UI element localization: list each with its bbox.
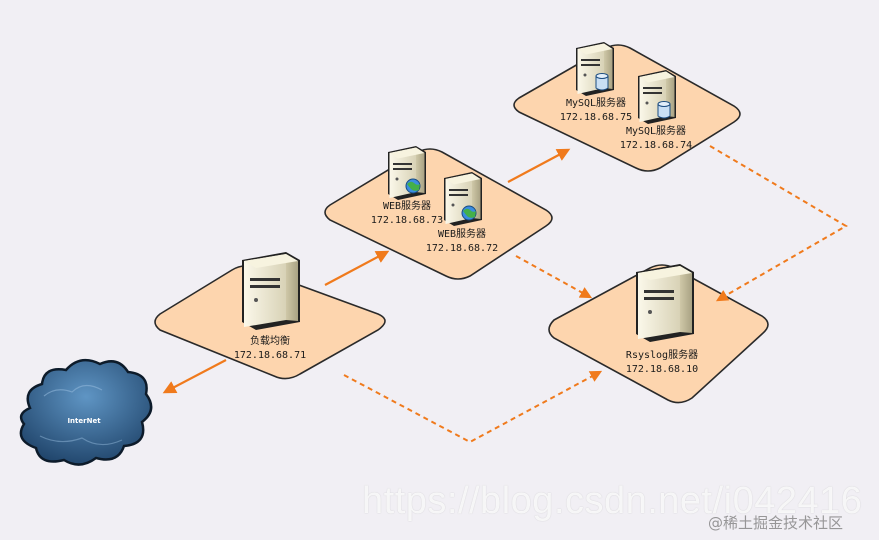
- link-lb-rsyslog: [343, 370, 603, 444]
- globe-icon: [461, 205, 477, 221]
- rsyslog-server-name: Rsyslog服务器: [626, 348, 698, 361]
- cloud-icon: [19, 358, 153, 466]
- load-balancer-name: 负载均衡: [250, 334, 290, 347]
- watermark-sub: @稀土掘金技术社区: [708, 514, 844, 532]
- load-balancer-server-icon: [242, 252, 300, 330]
- mysql-server-1: [576, 42, 614, 96]
- mysql-server-2-ip: 172.18.68.74: [620, 140, 692, 151]
- link-web-rsyslog: [515, 255, 593, 299]
- web-server-1-name: WEB服务器: [383, 199, 431, 212]
- database-icon: [657, 101, 671, 119]
- web-server-2: [444, 172, 482, 226]
- web-server-2-name: WEB服务器: [438, 227, 486, 240]
- zone-mysql: [513, 44, 741, 172]
- watermark: https://blog.csdn.net/i042416: [362, 480, 863, 522]
- mysql-server-2: [638, 70, 676, 124]
- link-internet-lb: [162, 359, 227, 394]
- load-balancer-ip: 172.18.68.71: [234, 350, 306, 361]
- mysql-server-1-ip: 172.18.68.75: [560, 112, 632, 123]
- rsyslog-server-icon: [636, 264, 694, 342]
- database-icon: [595, 73, 609, 91]
- rsyslog-server-ip: 172.18.68.10: [626, 364, 698, 375]
- web-server-1: [388, 146, 426, 200]
- zone-web: [324, 148, 553, 280]
- web-server-icon: [388, 146, 426, 200]
- link-lb-web: [324, 250, 390, 286]
- internet-label: InterNet: [67, 417, 101, 425]
- link-web-mysql: [507, 148, 571, 183]
- link-mysql-rsyslog: [709, 145, 848, 302]
- web-server-icon: [444, 172, 482, 226]
- mysql-server-1-name: MySQL服务器: [566, 96, 626, 109]
- web-server-2-ip: 172.18.68.72: [426, 243, 498, 254]
- web-server-1-ip: 172.18.68.73: [371, 215, 443, 226]
- globe-icon: [405, 178, 421, 194]
- mysql-server-2-name: MySQL服务器: [626, 124, 686, 137]
